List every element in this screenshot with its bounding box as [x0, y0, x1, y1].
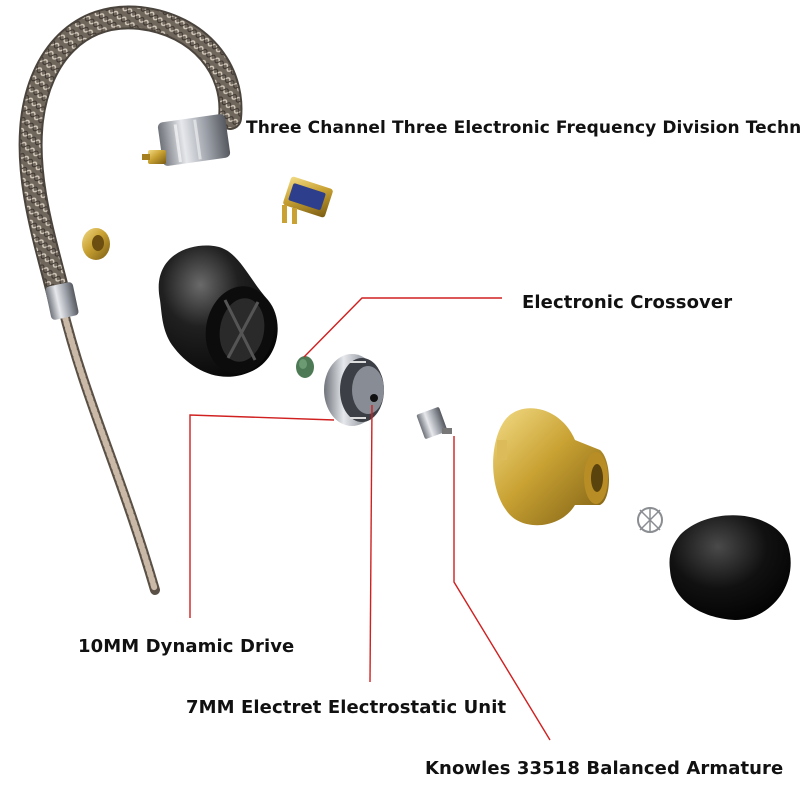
label-dynamic-drive: 10MM Dynamic Drive — [78, 636, 295, 657]
cable-sleeve — [45, 282, 79, 320]
leader-dynamic — [189, 414, 335, 618]
ear-tip — [669, 515, 791, 620]
leader-lines — [189, 297, 551, 741]
balanced-armature — [416, 407, 452, 439]
label-electret-unit: 7MM Electret Electrostatic Unit — [186, 697, 507, 718]
brass-nozzle — [493, 408, 609, 526]
brass-ring — [82, 228, 110, 260]
earhook-cable — [18, 5, 243, 595]
rear-shell — [158, 245, 278, 377]
mmcx-socket — [282, 176, 333, 224]
leader-electret — [369, 404, 373, 683]
label-balanced-armature: Knowles 33518 Balanced Armature — [425, 758, 784, 779]
driver-module — [324, 354, 384, 426]
label-electronic-crossover: Electronic Crossover — [522, 292, 733, 313]
leader-crossover — [303, 297, 502, 358]
leader-knowles — [453, 436, 551, 741]
mmcx-connector — [142, 114, 231, 166]
filter-mesh — [637, 507, 663, 533]
crossover-board — [296, 356, 314, 378]
label-frequency-division-technology: Three Channel Three Electronic Frequency… — [246, 118, 800, 138]
